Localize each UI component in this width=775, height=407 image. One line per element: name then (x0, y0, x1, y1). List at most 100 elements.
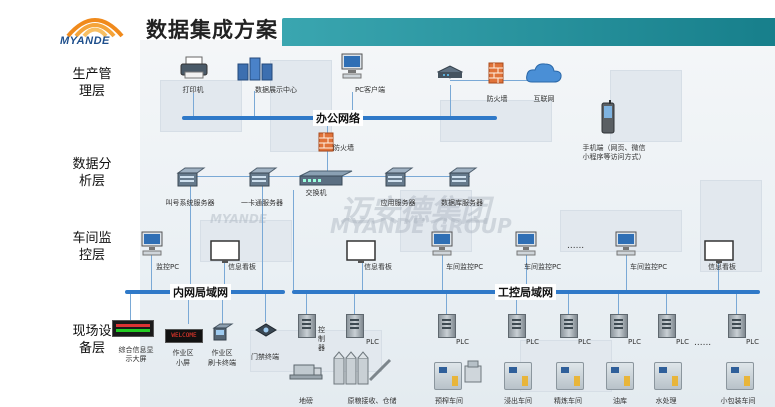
connector (450, 85, 451, 116)
receiving-label: 原粮接收、仓储 (347, 397, 397, 405)
header-bar (282, 18, 775, 46)
db-server-label: 数据库服务器 (441, 199, 483, 207)
water-machine-icon (654, 362, 682, 390)
info-board-label-2: 信息看板 (364, 263, 392, 271)
connector (254, 91, 255, 116)
area-screen-label: 作业区 小屏 (172, 349, 194, 367)
workshop-pc-icon (615, 231, 637, 256)
plc-cabinet-icon (438, 314, 456, 338)
gate-terminal-icon (255, 323, 277, 337)
connector (362, 262, 363, 290)
connector (736, 294, 737, 314)
app-server-label: 应用服务器 (380, 199, 416, 207)
packaging-machine-icon (726, 362, 754, 390)
connector (354, 294, 355, 314)
firewall-icon (318, 132, 334, 152)
connector (130, 294, 131, 320)
layer-analysis: 数据分 析层 (72, 157, 112, 189)
connector (516, 294, 517, 314)
db-server-icon (448, 167, 478, 187)
silo-icon (333, 351, 392, 385)
welcome-screen-icon: WELCOME (165, 329, 203, 343)
info-board-icon (346, 240, 376, 263)
monitor-pc-label: 监控PC (156, 263, 180, 271)
extraction-label: 浸出车间 (504, 397, 532, 405)
field-ellipsis: ...... (694, 338, 712, 348)
connector (265, 294, 266, 322)
layer-field: 现场设 备层 (72, 324, 112, 356)
pc-client-label: PC客户端 (354, 86, 386, 94)
mobile-phone-icon (601, 100, 615, 134)
weighbridge-icon (289, 364, 323, 380)
pc-client-icon (341, 53, 363, 79)
printer-icon (180, 56, 208, 79)
tank-label: 油库 (613, 397, 627, 405)
firewall-top-label: 防火墙 (486, 95, 508, 103)
app-server-icon (384, 167, 414, 187)
watermark-small: MYANDE (210, 212, 267, 226)
connector (262, 176, 263, 290)
plc-label: PLC (526, 338, 540, 346)
pretreatment-machine-icon (434, 362, 462, 390)
connector (526, 255, 527, 290)
info-board-label-1: 信息看板 (228, 263, 256, 271)
workshop-pc-label-3: 车间监控PC (630, 263, 668, 271)
info-board-icon (704, 240, 734, 263)
press-machine-icon (464, 360, 482, 383)
led-screen-icon (112, 320, 154, 337)
connector (666, 294, 667, 314)
workshop-pc-icon (431, 231, 453, 256)
router-icon (436, 65, 464, 79)
layer-workshop: 车间监 控层 (72, 231, 112, 263)
brand-name: MYANDE (60, 35, 110, 47)
connector (442, 255, 443, 290)
connector (568, 294, 569, 314)
connector (188, 294, 189, 324)
office-network-label: 办公网络 (313, 110, 363, 126)
monitor-pc-icon (141, 231, 163, 256)
cloud-icon (526, 63, 562, 83)
watermark-cn: 迈安德集团 (340, 194, 490, 229)
connector (306, 294, 307, 314)
water-label: 水处理 (655, 397, 677, 405)
background-map (140, 40, 775, 407)
card-server-icon (248, 167, 278, 187)
refining-label: 精炼车间 (554, 397, 582, 405)
call-server-icon (176, 167, 206, 187)
plc-cabinet-icon (560, 314, 578, 338)
connector (151, 255, 152, 290)
workshop-pc-icon (515, 231, 537, 256)
plc-cabinet-icon (658, 314, 676, 338)
weighbridge-label: 地磅 (299, 397, 313, 405)
connector (193, 93, 194, 116)
control-cabinet-label: 控 制 器 (318, 326, 325, 352)
plc-label: PLC (366, 338, 380, 346)
plc-cabinet-icon (728, 314, 746, 338)
workshop-pc-label-1: 车间监控PC (446, 263, 484, 271)
card-server-label: 一卡通服务器 (241, 199, 283, 207)
firewall-mid-label: 防火墙 (333, 144, 354, 152)
switch-icon (299, 170, 353, 186)
plc-label: PLC (746, 338, 760, 346)
call-server-label: 叫号系统服务器 (165, 199, 215, 207)
layer-management: 生产管 理层 (72, 67, 112, 99)
display-center-icon (237, 57, 273, 81)
plc-cabinet-icon (610, 314, 628, 338)
gate-terminal-label: 门禁终端 (251, 353, 279, 361)
plc-label: PLC (578, 338, 592, 346)
card-terminal-icon (212, 323, 234, 341)
plc-label: PLC (628, 338, 642, 346)
packaging-label: 小包装车间 (720, 397, 756, 405)
printer-label: 打印机 (182, 86, 204, 94)
card-terminal-label: 作业区 刷卡终端 (208, 349, 236, 367)
connector (718, 262, 719, 290)
plc-cabinet-icon (508, 314, 526, 338)
control-cabinet-icon (298, 314, 316, 338)
page-title: 数据集成方案 (146, 18, 278, 42)
plc-label: PLC (676, 338, 690, 346)
workshop-ellipsis: ...... (567, 241, 585, 251)
refining-machine-icon (556, 362, 584, 390)
connector (446, 294, 447, 314)
mobile-label-1: 手机端（网页、微信 (582, 144, 646, 152)
connector (224, 262, 225, 290)
